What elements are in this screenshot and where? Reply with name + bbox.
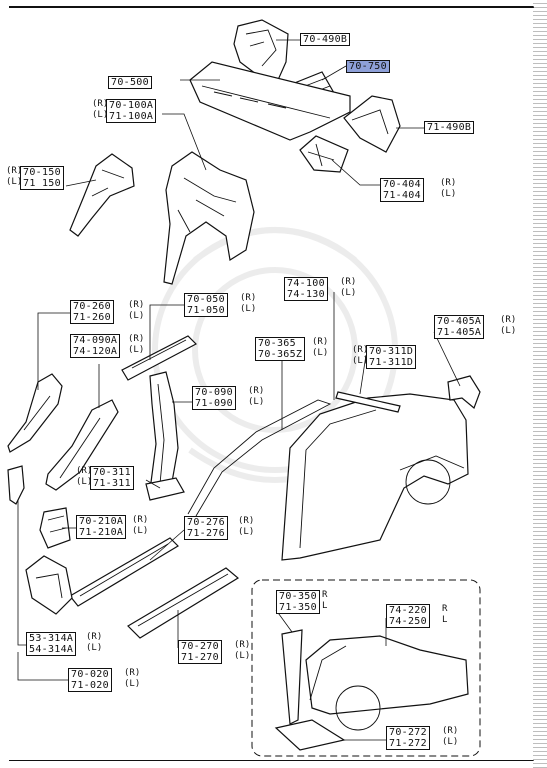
- top-border: [9, 6, 534, 8]
- watermark-emblem: [152, 227, 398, 483]
- side-70-260: (R)(L): [128, 300, 145, 321]
- side-70-272: (R)(L): [442, 726, 459, 747]
- part-70-150: [69, 153, 135, 237]
- part-70-405A: [447, 375, 481, 410]
- side-74-090A: (R)(L): [128, 334, 145, 355]
- side-70-100A: (R)(L): [92, 99, 109, 120]
- label-71-490B: 71-490B: [424, 121, 475, 134]
- bottom-border: [9, 760, 534, 761]
- part-70-090: [149, 371, 179, 495]
- part-74-220: [305, 635, 469, 715]
- scan-edge: [533, 0, 547, 768]
- label-70-750: 70-750: [346, 60, 390, 73]
- part-74-100: [281, 393, 469, 561]
- label-70-490B: 70-490B: [300, 33, 351, 46]
- part-70-365: [187, 399, 332, 517]
- side-70-270: (R)(L): [234, 640, 251, 661]
- part-70-276: [69, 537, 179, 607]
- part-70-050: [121, 335, 197, 381]
- part-70-404: [299, 135, 349, 173]
- part-53-314A: [25, 555, 73, 615]
- part-70-272: [274, 719, 346, 751]
- side-70-404: (R)(L): [440, 178, 457, 199]
- part-70-500: [189, 61, 351, 141]
- side-70-311: (R)(L): [76, 466, 93, 487]
- inset-box: [251, 579, 481, 757]
- side-70-090: (R)(L): [248, 386, 265, 407]
- part-70-311: [145, 477, 185, 501]
- side-70-311D: (R)(L): [352, 345, 369, 366]
- side-70-276: (R)(L): [238, 516, 255, 537]
- side-74-100: (R)(L): [340, 277, 357, 298]
- side-70-210A: (R)(L): [132, 515, 149, 536]
- side-53-314A: (R)(L): [86, 632, 103, 653]
- part-70-020: [7, 465, 25, 505]
- part-70-270: [127, 567, 240, 639]
- side-70-050: (R)(L): [240, 293, 257, 314]
- part-71-490B: [343, 95, 401, 153]
- part-70-350: [281, 629, 303, 725]
- part-70-100A: [163, 151, 255, 285]
- side-70-365: (R)(L): [312, 337, 329, 358]
- side-70-150: (R)(L): [6, 166, 23, 187]
- side-70-020: (R)(L): [124, 668, 141, 689]
- label-70-500: 70-500: [108, 76, 152, 89]
- part-70-210A: [39, 507, 71, 549]
- part-70-311D: [335, 391, 401, 413]
- side-70-405A: (R)(L): [500, 315, 517, 336]
- part-70-260: [7, 373, 63, 453]
